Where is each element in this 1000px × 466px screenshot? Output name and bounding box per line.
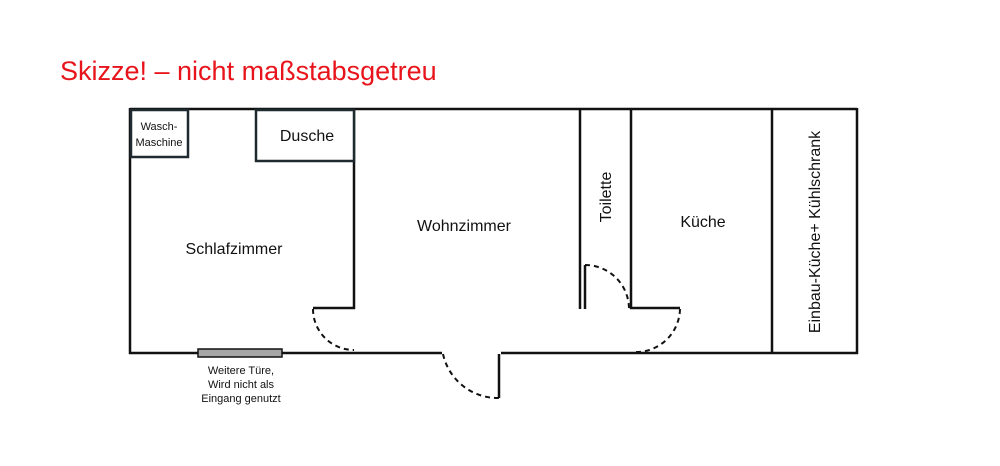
kitchen-label: Küche — [680, 214, 725, 231]
door-note-line2: Wird nicht als — [208, 379, 275, 391]
shower-label: Dusche — [280, 128, 334, 145]
washer-label-line2: Maschine — [135, 137, 182, 149]
door-note-line3: Eingang genutzt — [201, 393, 281, 405]
washer-label-line1: Wasch- — [141, 121, 178, 133]
bedroom-door — [312, 308, 355, 351]
fitted-kitchen-label: Einbau-Küche+ Kühlschrank — [807, 130, 824, 333]
additional-door: Weitere Türe, Wird nicht als Eingang gen… — [197, 348, 283, 405]
washing-machine: Wasch- Maschine — [129, 108, 190, 159]
bedroom-label: Schlafzimmer — [186, 241, 284, 258]
kitchen-door — [635, 308, 681, 353]
door-note-line1: Weitere Türe, — [208, 365, 274, 377]
toilet-door — [583, 264, 630, 310]
living-room-label: Wohnzimmer — [417, 218, 512, 235]
entrance-door — [442, 353, 501, 400]
shower: Dusche — [254, 108, 356, 163]
additional-door-panel — [197, 348, 283, 358]
sketch-title: Skizze! – nicht maßstabsgetreu — [60, 56, 437, 86]
interior-walls — [313, 109, 774, 354]
toilet-label: Toilette — [598, 172, 615, 223]
